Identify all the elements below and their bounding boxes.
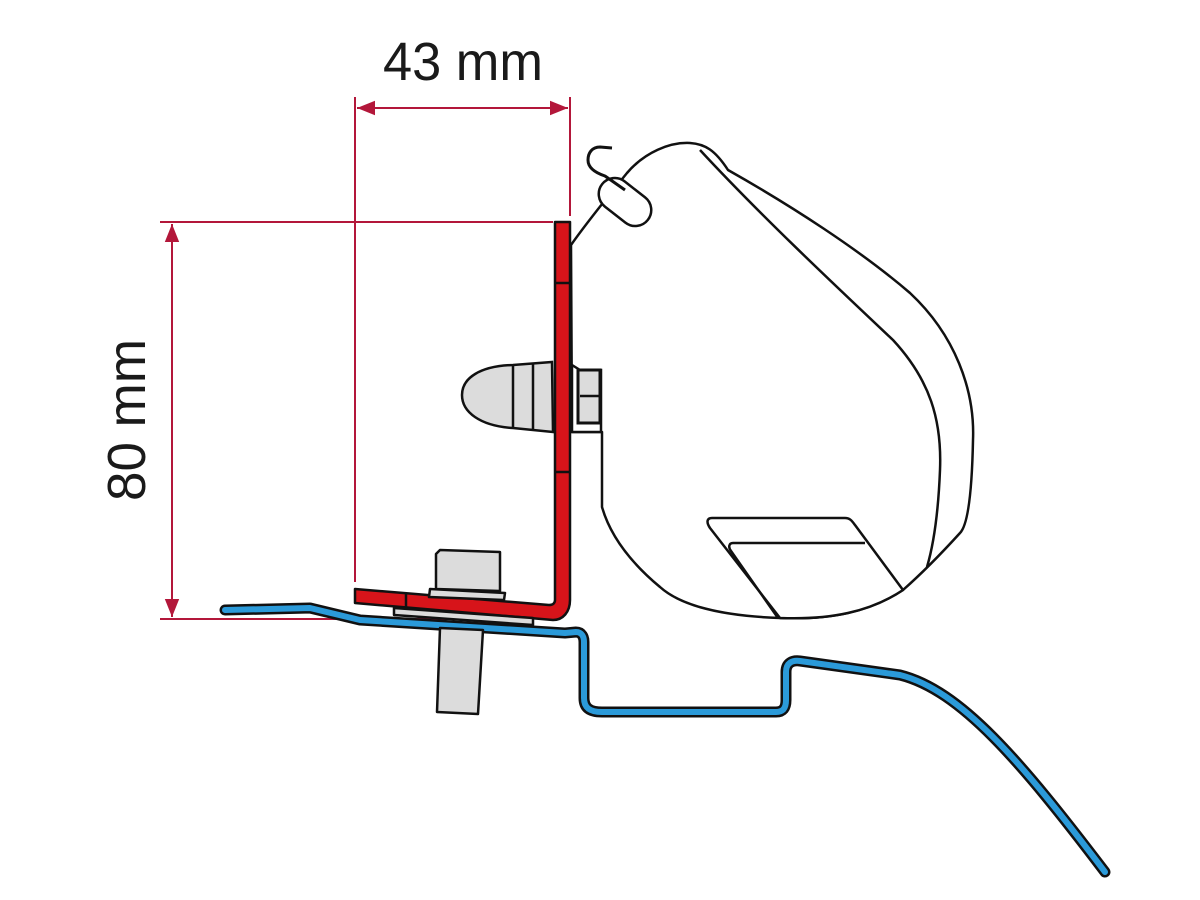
bolt-spacer — [392, 606, 535, 627]
awning-cassette — [569, 141, 975, 620]
awning-hook — [586, 145, 626, 192]
awning-body — [569, 141, 975, 620]
height-dimension-label: 80 mm — [97, 339, 157, 501]
bolt-head — [434, 548, 502, 593]
awning-rail-slot — [597, 176, 653, 228]
awning-slot-inner — [728, 541, 865, 619]
profile-fill — [222, 605, 1108, 875]
bolt-washer — [427, 587, 507, 602]
dimension-lines — [160, 97, 571, 620]
bolt-shank — [435, 626, 485, 716]
width-dimension-label: 43 mm — [383, 32, 543, 92]
profile-outline — [219, 602, 1111, 878]
vehicle-roof-profile — [219, 602, 1111, 878]
bracket — [353, 220, 572, 622]
cap-nut — [460, 360, 555, 434]
bracket-plate — [353, 220, 572, 622]
cap-nut-body — [460, 360, 555, 434]
hex-nut — [570, 362, 603, 434]
bolt — [392, 548, 535, 716]
awning-inner-line — [699, 149, 942, 568]
